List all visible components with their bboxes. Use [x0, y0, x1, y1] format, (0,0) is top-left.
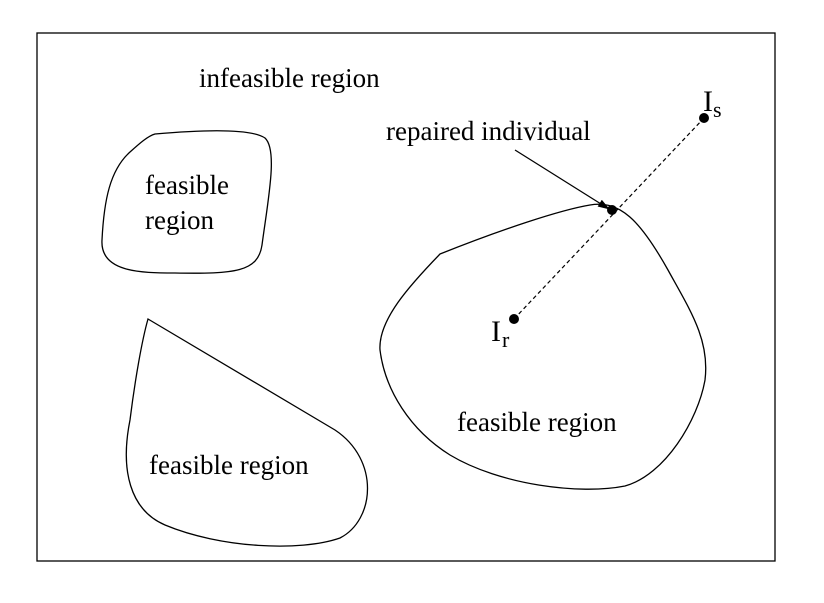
point-s-label: I: [703, 85, 713, 118]
diagram-frame: [36, 32, 776, 562]
point-s-main: I: [703, 85, 713, 118]
infeasible-region-label: infeasible region: [199, 63, 380, 93]
repaired-point-dot: [607, 205, 617, 215]
feasible-region-top-left: [101, 130, 273, 274]
repair-dashed-line: [513, 117, 705, 320]
feasible-region-bottom-left: [125, 318, 368, 547]
repaired-arrow: [514, 149, 610, 210]
feasible-region-right: [379, 203, 707, 490]
point-s-subscript: s: [713, 97, 722, 122]
point-s-dot: [699, 113, 709, 123]
feasible-top-left-label-line2: region: [145, 205, 214, 235]
feasible-bottom-left-label: feasible region: [149, 450, 309, 480]
repaired-individual-label: repaired individual: [386, 116, 591, 146]
point-r-dot: [509, 314, 519, 324]
feasible-top-left-label-line1: feasible: [145, 170, 229, 200]
point-r-main: I: [491, 315, 501, 348]
point-r-subscript: r: [502, 327, 510, 352]
feasible-right-label: feasible region: [457, 407, 617, 437]
point-r-label: I: [491, 315, 501, 348]
